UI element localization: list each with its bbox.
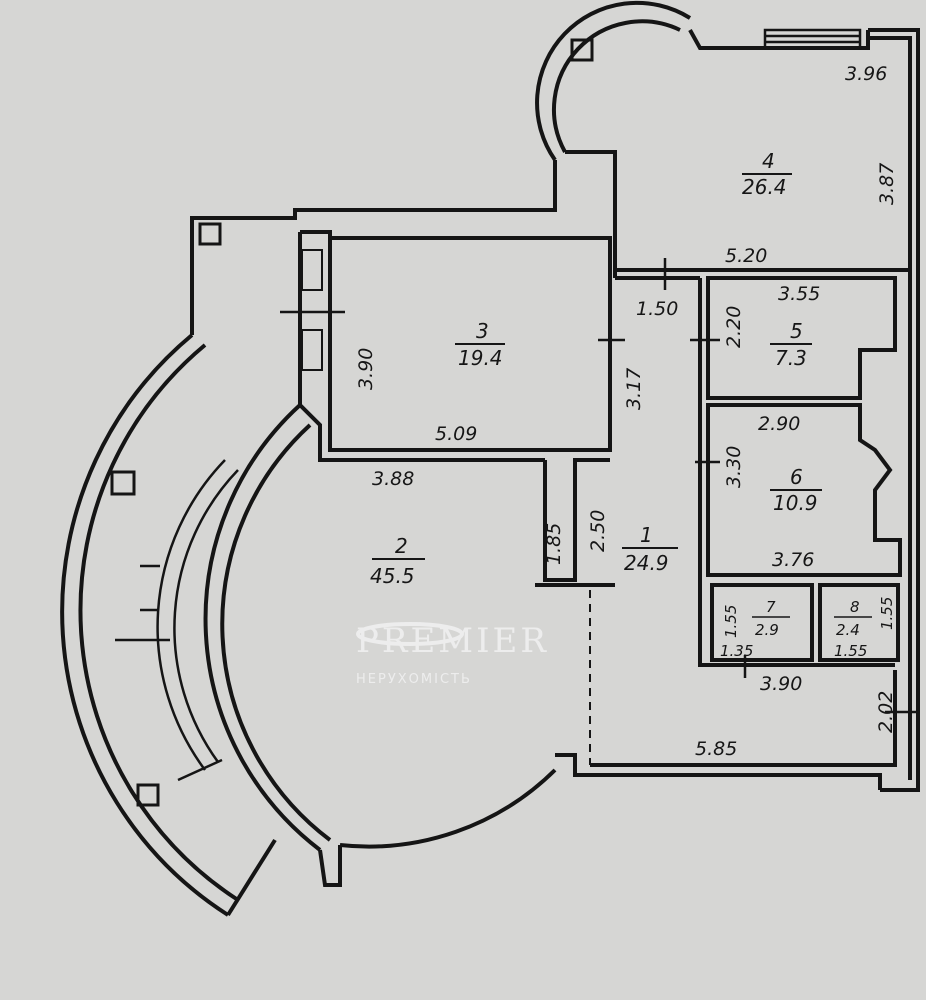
room-4-walls (615, 258, 910, 290)
dim-r4-height: 3.87 (876, 163, 898, 205)
watermark-name: PREMIER (356, 621, 549, 661)
room-6-area: 10.9 (773, 491, 818, 515)
dim-r4-width: 3.96 (845, 63, 887, 85)
room-6 (706, 403, 902, 577)
room-1-area: 24.9 (624, 551, 669, 575)
inner-arc (203, 403, 322, 852)
wall-bay-column (190, 160, 557, 335)
corridor-walls (535, 458, 615, 765)
wall-bottom-right (555, 753, 882, 790)
dim-r6-top: 2.90 (758, 413, 800, 435)
dimension-labels: 3.96 3.87 5.20 3.90 3.17 5.09 3.88 1.85 … (355, 63, 898, 760)
dim-r8-side: 1.55 (878, 597, 896, 630)
bay-arc-top (535, 0, 692, 162)
arc-end-wall (226, 838, 277, 917)
room-4-number: 4 (762, 149, 775, 173)
window-arc (156, 459, 226, 771)
dim-r1-side: 2.50 (587, 510, 609, 552)
room-8-box (818, 583, 900, 662)
room-3-number: 3 (476, 319, 489, 343)
dim-r3-height: 3.90 (355, 348, 377, 390)
dim-hall-bottom: 5.85 (695, 738, 737, 760)
window-arc-2 (173, 469, 239, 763)
dim-r5-side: 2.20 (723, 306, 745, 348)
column-square (570, 38, 594, 62)
room-4-area: 26.4 (742, 175, 787, 199)
wall-top-right (688, 29, 870, 50)
outer-walls (60, 0, 920, 917)
room-3-border (300, 230, 612, 452)
room-5-number: 5 (790, 319, 803, 343)
column-square (198, 222, 222, 246)
room-3-area: 19.4 (458, 346, 503, 370)
window-top (763, 28, 862, 50)
room-7-area: 2.9 (755, 621, 779, 639)
outer-arc-inner (78, 343, 240, 902)
wall-bay-column-right (565, 150, 617, 278)
dim-wc-bottom: 3.90 (760, 673, 802, 695)
watermark-sub: НЕРУХОМІСТЬ (356, 672, 472, 687)
block-inner (706, 276, 897, 400)
room-3-left (298, 232, 545, 462)
watermark-ellipse (356, 622, 464, 646)
room-2-number: 2 (395, 534, 408, 558)
dim-r1-top: 1.50 (636, 298, 678, 320)
dim-r2-top: 3.88 (372, 468, 414, 490)
column-square (110, 470, 136, 496)
dim-r5-top: 3.55 (778, 283, 820, 305)
dim-r3-bottom: 5.09 (435, 423, 477, 445)
dim-r2-side: 1.85 (543, 523, 565, 565)
service-block (690, 276, 918, 714)
outer-arc (60, 333, 230, 917)
room-labels: 4 26.4 3 19.4 5 7.3 6 10.9 2 45.5 1 24.9… (370, 149, 872, 639)
column-square (136, 783, 160, 807)
dim-r3-right: 3.17 (623, 368, 645, 410)
wall-right-inner (868, 36, 912, 780)
wall-bottom (318, 845, 342, 887)
dim-hall-side: 2.02 (875, 691, 897, 733)
room-8-area: 2.4 (836, 621, 860, 639)
window-left-lower (301, 329, 323, 371)
block-outer (698, 278, 895, 667)
dim-r7-side: 1.55 (722, 605, 740, 638)
bay-arc-top-inner (551, 19, 681, 153)
inner-curve (115, 403, 557, 852)
watermark: PREMIER НЕРУХОМІСТЬ (356, 621, 549, 687)
window-left-upper (301, 249, 323, 291)
axis-mark (177, 758, 223, 782)
room-8-number: 8 (850, 598, 860, 616)
room-7-box (710, 583, 814, 662)
columns (110, 38, 594, 807)
dim-r4-bottom: 5.20 (725, 245, 767, 267)
living-arc-right (339, 768, 557, 849)
dim-r8-bottom: 1.55 (834, 642, 867, 660)
inner-arc-2 (220, 423, 332, 842)
wall-bottom-hall (590, 670, 897, 767)
room-6-number: 6 (790, 465, 803, 489)
room-3-walls (280, 230, 625, 462)
room-2-area: 45.5 (370, 564, 415, 588)
room-5-area: 7.3 (775, 346, 807, 370)
room-7-number: 7 (766, 598, 776, 616)
dim-r6-side: 3.30 (723, 446, 745, 488)
wall-right (868, 28, 920, 792)
partition-r2-r1 (543, 458, 610, 582)
dim-r7-bottom: 1.35 (720, 642, 753, 660)
dim-r6-bottom: 3.76 (772, 549, 814, 571)
room-1-number: 1 (640, 523, 653, 547)
